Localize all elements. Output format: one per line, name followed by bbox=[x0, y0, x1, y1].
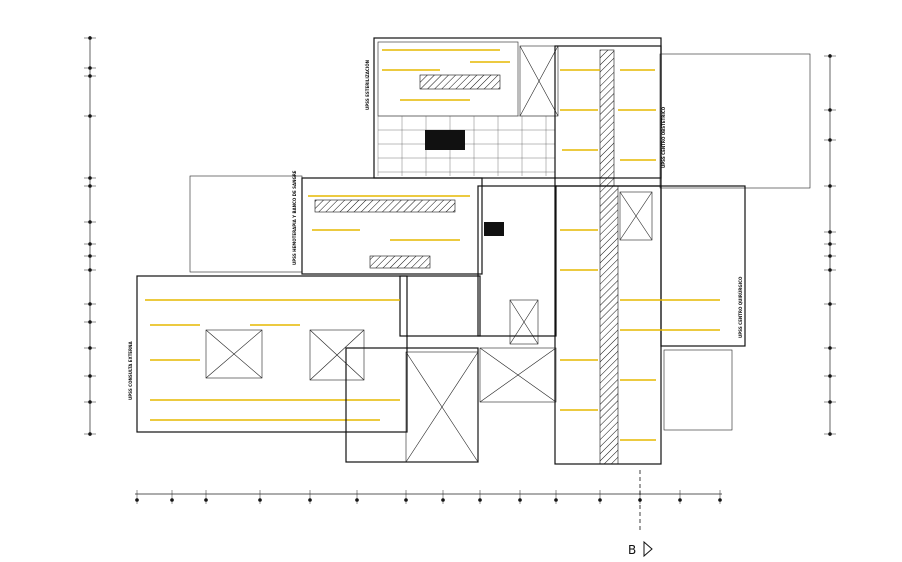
label-centro-quirurgico: UPSS CENTRO QUIRÚRGICO bbox=[738, 276, 743, 338]
block-lower-center bbox=[345, 347, 557, 463]
section-marker-b: B bbox=[628, 470, 653, 558]
block-right-column bbox=[554, 185, 746, 465]
label-hemoterapia: UPSS HEMOTERAPIA Y BANCO DE SANGRE bbox=[292, 170, 297, 265]
section-letter: B bbox=[628, 543, 636, 557]
left-axis bbox=[84, 36, 96, 436]
label-consulta-externa: UPSS CONSULTA EXTERNA bbox=[128, 341, 133, 400]
bottom-axis bbox=[135, 490, 722, 504]
block-hemoterapia bbox=[189, 175, 557, 345]
block-consulta-externa bbox=[136, 275, 481, 433]
label-esterilizacion: UPSS ESTERILIZACIÓN bbox=[365, 60, 370, 110]
block-centro-obstetrico bbox=[554, 45, 811, 189]
label-centro-obstetrico: UPSS CENTRO OBSTÉTRICO bbox=[661, 106, 666, 168]
block-esterilizacion bbox=[373, 37, 662, 179]
right-axis bbox=[824, 54, 836, 436]
